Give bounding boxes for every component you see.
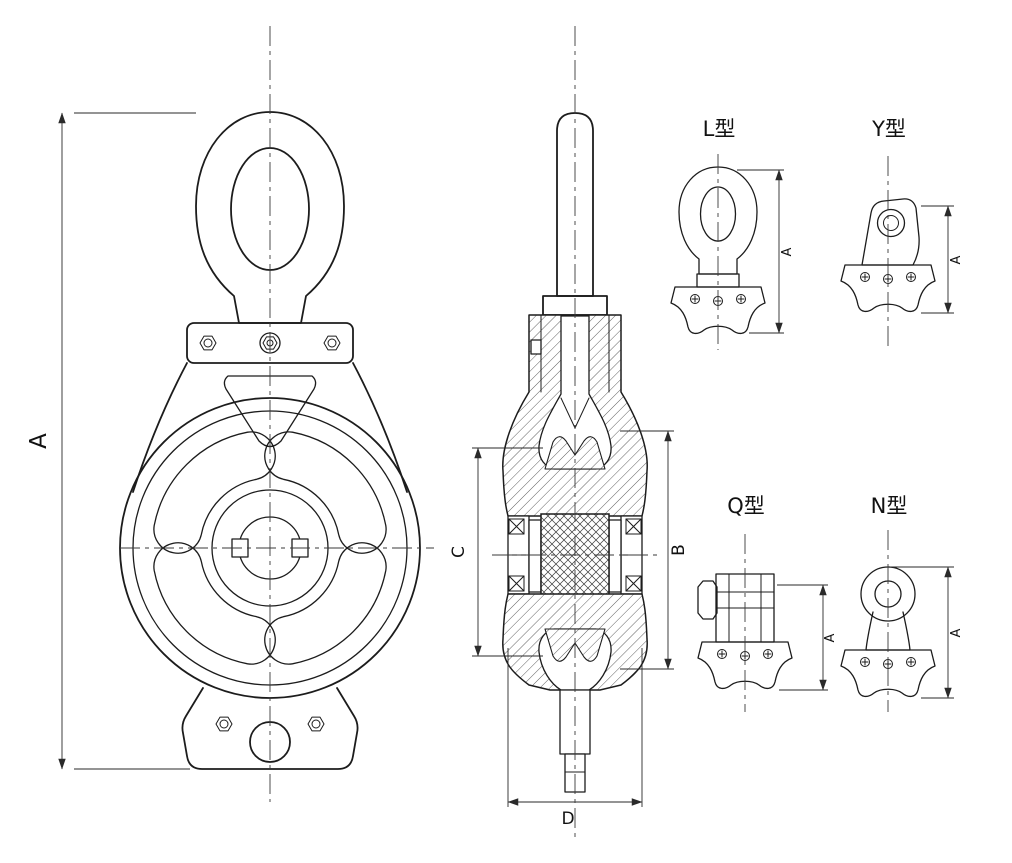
dimension-c: C bbox=[449, 447, 543, 657]
variant-y-title: Y型 bbox=[871, 117, 906, 141]
rivet-marks bbox=[508, 518, 642, 592]
cheek-cutout bbox=[223, 375, 317, 448]
variant-n: N型 A bbox=[840, 494, 964, 699]
variant-y-hole-outer bbox=[876, 208, 906, 238]
spoke-slot-1 bbox=[264, 542, 387, 665]
bottom-bolt-right bbox=[307, 716, 325, 732]
sheave-bottom-section bbox=[544, 628, 606, 662]
variant-l-base bbox=[670, 286, 766, 335]
variant-n-dimension: A bbox=[890, 566, 964, 699]
spacer-right bbox=[608, 519, 622, 593]
eye-ring-outline bbox=[195, 111, 345, 324]
dimension-a: A bbox=[26, 112, 196, 770]
spacer-left bbox=[528, 519, 542, 593]
section-view: C B D bbox=[449, 112, 689, 829]
variant-y-base bbox=[840, 264, 936, 313]
front-view: A bbox=[26, 111, 421, 770]
top-plate-bolt-right bbox=[323, 335, 341, 351]
spoke-slot-3 bbox=[153, 431, 276, 554]
spoke-slot-2 bbox=[153, 542, 276, 665]
dim-c-label: C bbox=[449, 546, 469, 558]
variant-n-dim-label: A bbox=[949, 628, 964, 637]
bottom-bracket bbox=[181, 687, 359, 770]
variant-q: Q型 A bbox=[697, 494, 838, 691]
top-plate-bolt-left bbox=[199, 335, 217, 351]
variant-y-dim-label: A bbox=[949, 255, 964, 264]
spoke-slot-4 bbox=[264, 431, 387, 554]
variant-q-bolt-head bbox=[697, 580, 718, 620]
variant-y-hole-inner bbox=[883, 215, 899, 231]
dim-b-label: B bbox=[669, 544, 689, 556]
variant-l-dim-label: A bbox=[780, 247, 795, 256]
bottom-bolt-left bbox=[215, 716, 233, 732]
variant-q-bolt-shaft bbox=[716, 591, 775, 609]
variant-l-title: L型 bbox=[703, 117, 736, 141]
variant-q-dim-label: A bbox=[823, 633, 838, 642]
variant-y-dimension: A bbox=[921, 205, 964, 314]
dim-d-label: D bbox=[561, 809, 574, 829]
centerlines bbox=[120, 26, 889, 838]
dimension-b: B bbox=[620, 430, 689, 670]
variant-q-dimension: A bbox=[777, 584, 838, 691]
variant-y: Y型 A bbox=[840, 117, 964, 314]
variant-l-eye bbox=[678, 166, 758, 275]
variant-l: L型 A bbox=[670, 117, 795, 335]
variant-q-title: Q型 bbox=[727, 494, 765, 518]
dimension-d: D bbox=[507, 648, 643, 829]
variant-l-dimension: A bbox=[737, 169, 795, 334]
variant-y-bracket bbox=[861, 198, 920, 266]
variant-n-title: N型 bbox=[871, 494, 908, 518]
sheave-top-section bbox=[544, 436, 606, 470]
housing-notch bbox=[530, 339, 542, 355]
variant-n-base bbox=[840, 649, 936, 698]
variant-q-base bbox=[697, 641, 793, 690]
dim-a-label: A bbox=[26, 433, 52, 449]
